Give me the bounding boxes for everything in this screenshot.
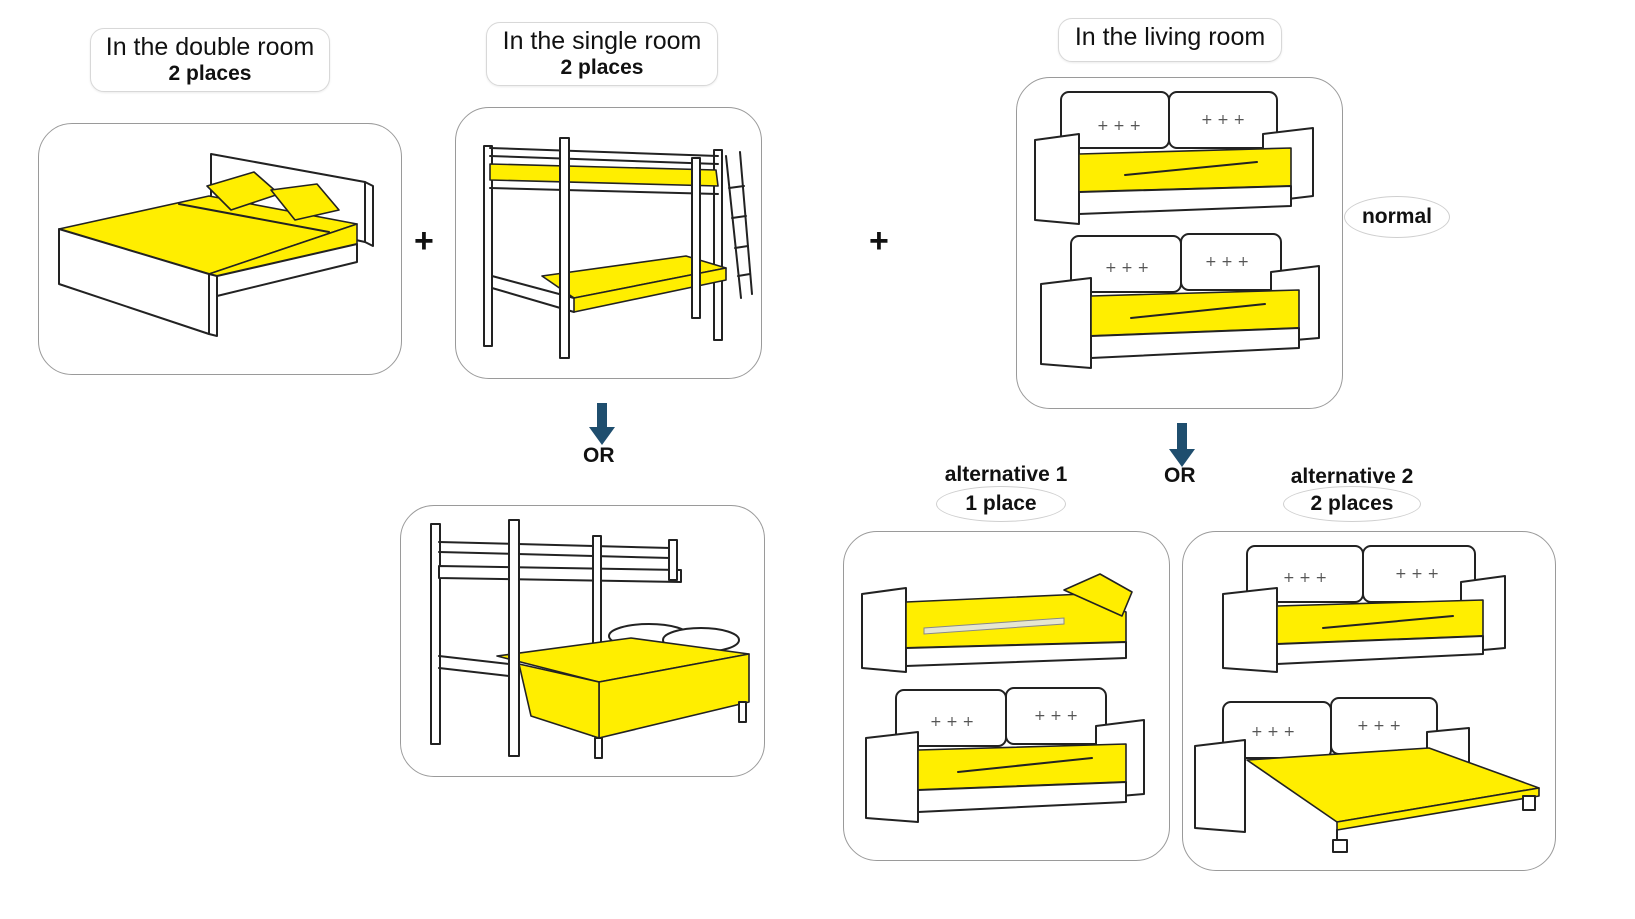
alternative-1-panel: + + + + + + bbox=[843, 531, 1170, 861]
alternative-1-places-badge: 1 place bbox=[936, 486, 1066, 522]
down-arrow-icon bbox=[1169, 423, 1195, 467]
normal-badge: normal bbox=[1344, 196, 1450, 238]
sofa-normal-illustration: + + + + + + + + + + + + bbox=[1034, 91, 1320, 369]
alternative-1-places: 1 place bbox=[965, 492, 1037, 515]
svg-text:+ + +: + + + bbox=[1357, 718, 1401, 734]
or-label-single: OR bbox=[583, 444, 615, 467]
living-room-title: In the living room bbox=[1058, 18, 1282, 62]
alternative-2-panel: + + + + + + + + + + + + bbox=[1182, 531, 1556, 871]
sofa-alternative-2-illustration: + + + + + + + + + + + + bbox=[1194, 545, 1540, 853]
svg-text:+ + +: + + + bbox=[1034, 708, 1078, 724]
alternative-1-label: alternative 1 bbox=[944, 463, 1068, 486]
double-room-title-text: In the double room bbox=[105, 33, 315, 61]
double-room-title: In the double room 2 places bbox=[90, 28, 330, 92]
single-room-places: 2 places bbox=[560, 56, 644, 79]
single-room-title: In the single room 2 places bbox=[486, 22, 718, 86]
down-arrow-icon bbox=[589, 403, 615, 445]
svg-text:+ + +: + + + bbox=[1097, 118, 1141, 134]
alternative-2-places: 2 places bbox=[1310, 492, 1394, 515]
double-room-places: 2 places bbox=[168, 62, 252, 85]
svg-text:+ + +: + + + bbox=[1205, 254, 1249, 270]
bunk-bed-illustration bbox=[483, 137, 753, 359]
svg-text:+ + +: + + + bbox=[1201, 112, 1245, 128]
svg-text:+ + +: + + + bbox=[930, 714, 974, 730]
bunk-double-bed-illustration bbox=[430, 519, 750, 759]
bunk-bed-panel bbox=[455, 107, 762, 379]
sofa-alternative-1-illustration: + + + + + + bbox=[861, 573, 1145, 823]
alternative-2-label: alternative 2 bbox=[1290, 465, 1414, 488]
living-room-title-text: In the living room bbox=[1074, 23, 1266, 51]
svg-text:+ + +: + + + bbox=[1105, 260, 1149, 276]
bunk-double-bed-panel bbox=[400, 505, 765, 777]
single-room-title-text: In the single room bbox=[502, 27, 702, 55]
double-bed-panel bbox=[38, 123, 402, 375]
alternative-2-places-badge: 2 places bbox=[1283, 486, 1421, 522]
or-label-living: OR bbox=[1164, 464, 1196, 487]
double-bed-illustration bbox=[58, 153, 374, 337]
svg-text:+ + +: + + + bbox=[1395, 566, 1439, 582]
plus-sign-2: + bbox=[869, 222, 889, 260]
living-room-normal-panel: + + + + + + + + + + + + bbox=[1016, 77, 1343, 409]
svg-text:+ + +: + + + bbox=[1251, 724, 1295, 740]
svg-text:+ + +: + + + bbox=[1283, 570, 1327, 586]
normal-badge-text: normal bbox=[1361, 205, 1432, 228]
plus-sign-1: + bbox=[414, 222, 434, 260]
